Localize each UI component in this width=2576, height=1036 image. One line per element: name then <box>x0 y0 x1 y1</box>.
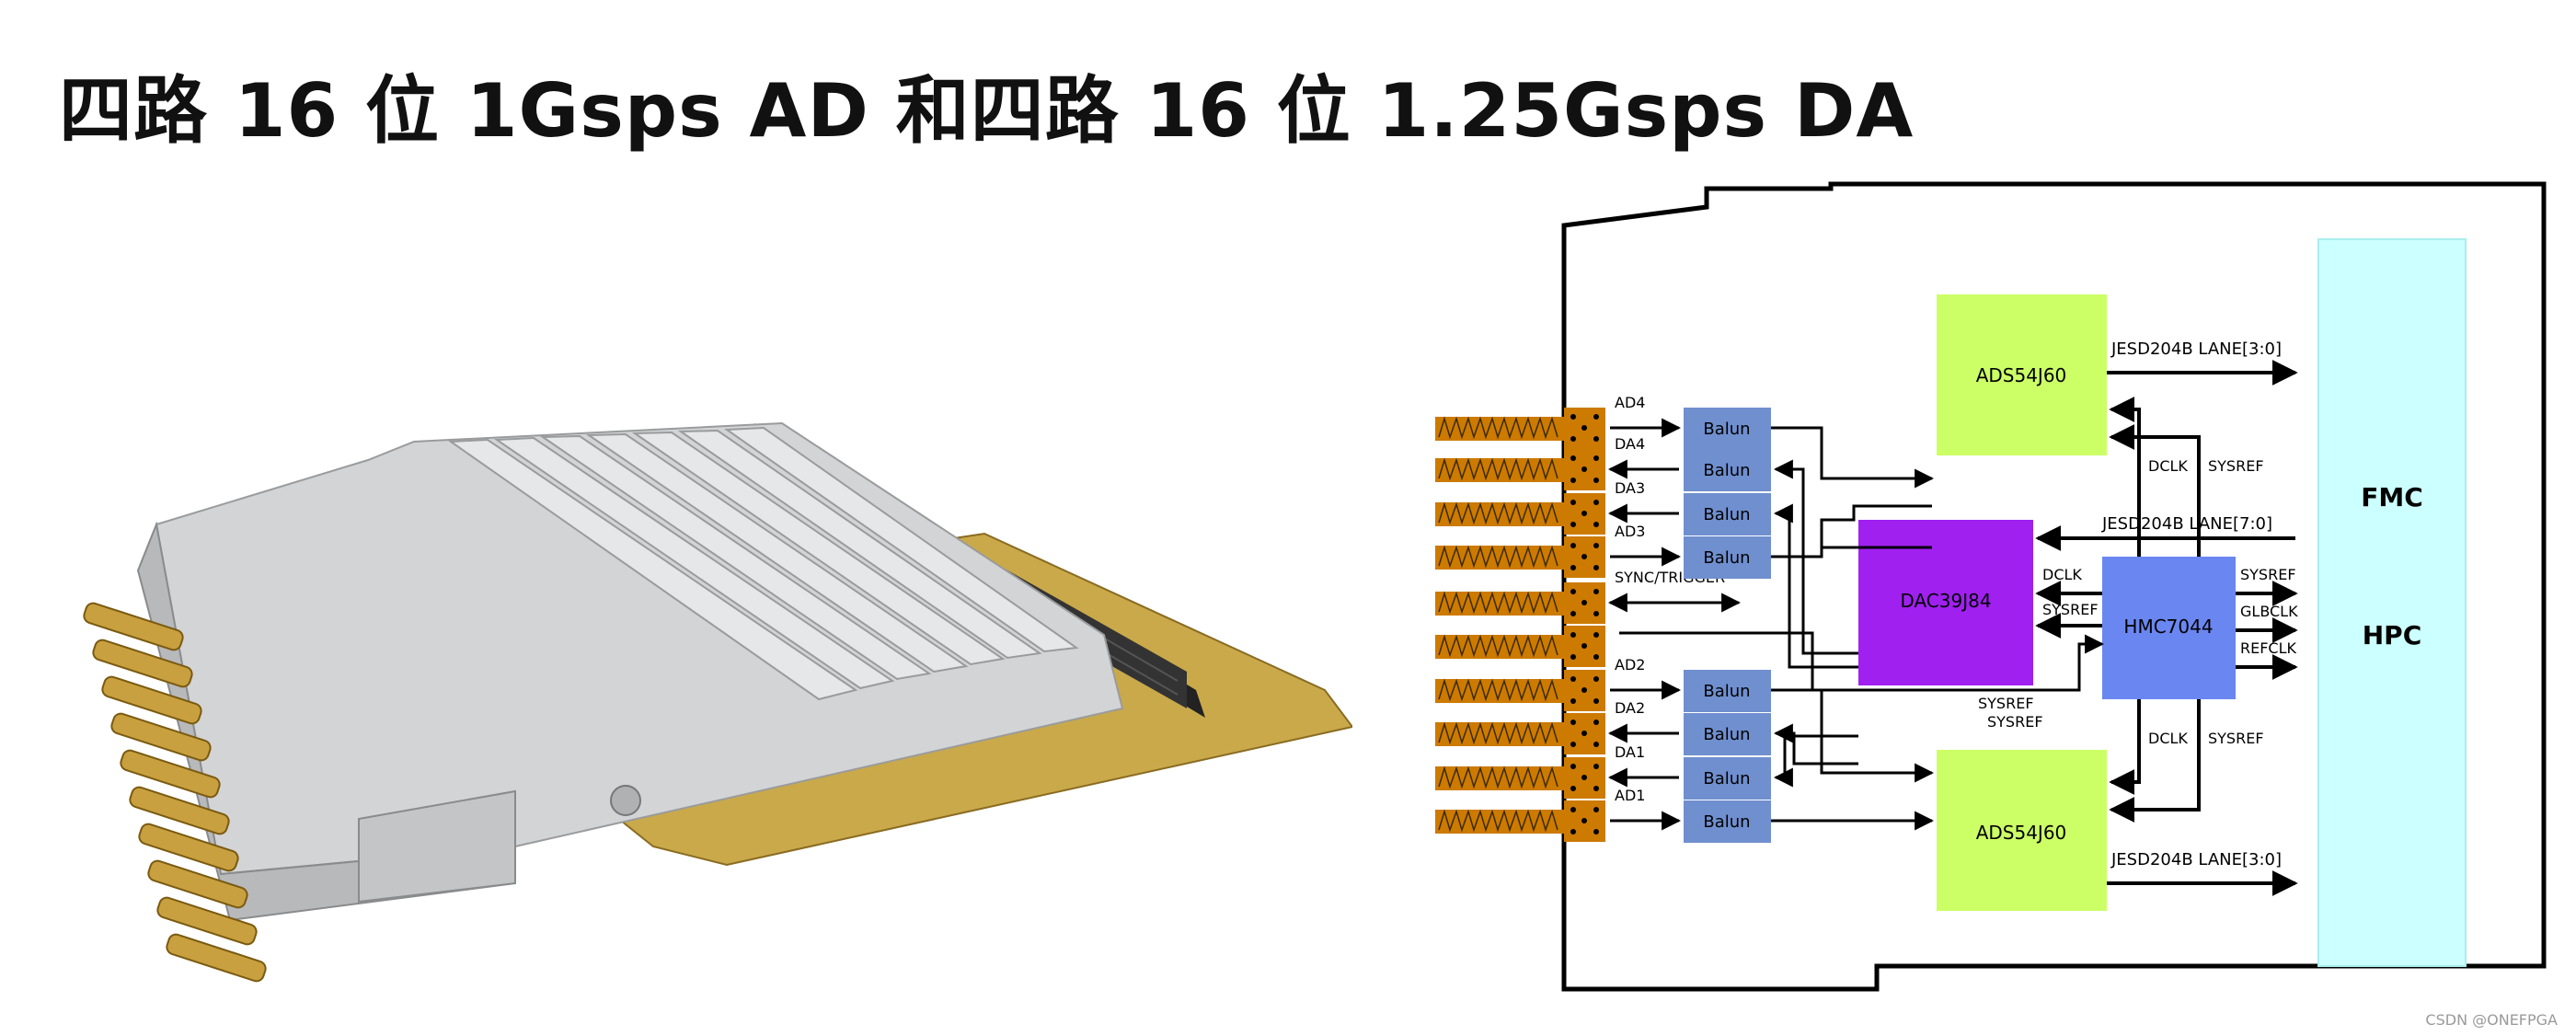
block-diagram: FMC HPC AD4DA4DA3AD3SYNC/TRIGGERAD2DA2DA… <box>1435 181 2547 992</box>
adc-top-block <box>1937 294 2107 455</box>
dac-label: DAC39J84 <box>1900 590 1991 612</box>
port-cable <box>1435 679 1564 703</box>
product-photo <box>83 421 1352 983</box>
balun-label: Balun <box>1703 461 1750 480</box>
fmc-block <box>2317 238 2467 967</box>
port-cable <box>1435 722 1564 746</box>
balun-block <box>1684 408 1771 450</box>
balun-label: Balun <box>1703 682 1750 701</box>
sysref-dac-label: SYSREF <box>2042 601 2099 618</box>
balun-label: Balun <box>1703 505 1750 524</box>
port-label: AD4 <box>1615 394 1645 411</box>
refclk-label: REFCLK <box>2240 639 2297 657</box>
port-cable <box>1435 810 1564 834</box>
balun-block <box>1684 493 1771 535</box>
hpc-label: HPC <box>2363 620 2422 650</box>
adc-top-label: ADS54J60 <box>1976 364 2067 386</box>
glbclk-label: GLBCLK <box>2240 603 2298 620</box>
port-cable <box>1435 766 1564 790</box>
dclk-dac-label: DCLK <box>2042 566 2082 583</box>
balun-block <box>1684 713 1771 755</box>
board-outline <box>1561 181 2547 992</box>
port-label: DA4 <box>1615 435 1645 453</box>
page-title: 四路 16 位 1Gsps AD 和四路 16 位 1.25Gsps DA <box>59 68 1915 154</box>
port-label: DA3 <box>1615 479 1645 497</box>
sysref-top-label: SYSREF <box>2208 457 2264 475</box>
port-cable <box>1435 635 1564 659</box>
port-label: AD1 <box>1615 787 1645 804</box>
port-cable <box>1435 417 1564 441</box>
port-label: DA2 <box>1615 699 1645 717</box>
dclk-bottom-label: DCLK <box>2148 730 2188 747</box>
balun-block <box>1684 449 1771 491</box>
port-cable <box>1435 546 1564 570</box>
balun-label: Balun <box>1703 812 1750 832</box>
watermark: CSDN @ONEFPGA <box>2425 1011 2558 1029</box>
sysref-in-label-2: SYSREF <box>1987 713 2043 731</box>
jesd-mid-label: JESD204B LANE[7:0] <box>2101 514 2272 534</box>
balun-label: Balun <box>1703 725 1750 744</box>
port-label: AD3 <box>1615 523 1645 540</box>
jesd-top-label: JESD204B LANE[3:0] <box>2110 340 2282 359</box>
clock-label: HMC7044 <box>2123 616 2213 638</box>
sysref-in-label-1: SYSREF <box>1978 695 2034 712</box>
clock-block <box>2102 557 2236 699</box>
fmc-label: FMC <box>2361 482 2423 512</box>
port-cable <box>1435 592 1564 616</box>
sysref-bottom-label: SYSREF <box>2208 730 2264 747</box>
balun-label: Balun <box>1703 548 1750 568</box>
balun-block <box>1684 536 1771 579</box>
port-label: AD2 <box>1615 656 1645 673</box>
port-label: DA1 <box>1615 743 1645 761</box>
balun-label: Balun <box>1703 769 1750 789</box>
jesd-bottom-label: JESD204B LANE[3:0] <box>2110 850 2282 869</box>
dclk-top-label: DCLK <box>2148 457 2188 475</box>
adc-bottom-label: ADS54J60 <box>1976 822 2067 844</box>
adc-bottom-block <box>1937 750 2107 911</box>
balun-block <box>1684 670 1771 712</box>
port-cable <box>1435 502 1564 526</box>
balun-label: Balun <box>1703 420 1750 439</box>
balun-block <box>1684 757 1771 800</box>
sysref-out-label: SYSREF <box>2240 566 2296 583</box>
port-cable <box>1435 458 1564 482</box>
balun-block <box>1684 800 1771 843</box>
